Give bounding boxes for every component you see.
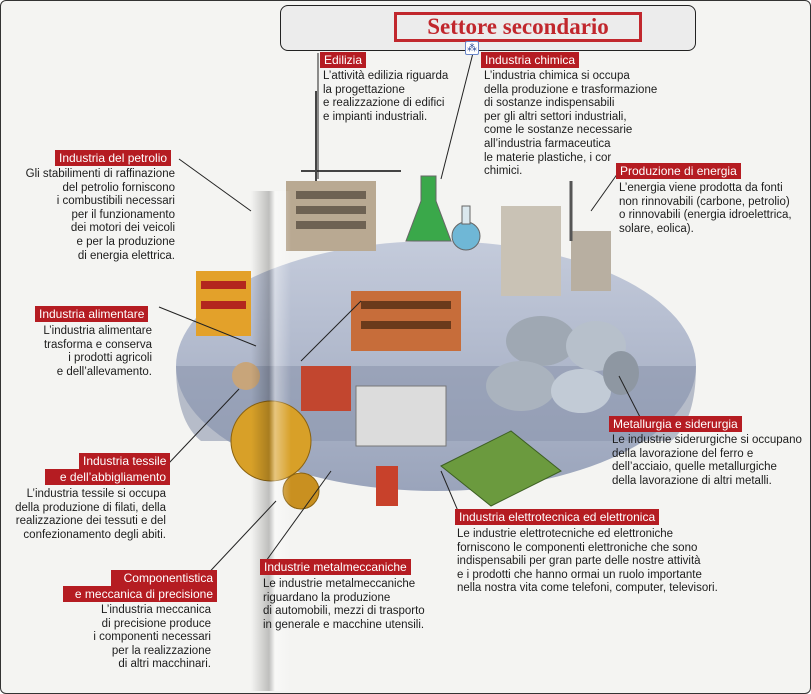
metallurgia-label: Metallurgia e siderurgia — [609, 416, 742, 432]
worker-icon — [376, 466, 398, 506]
petrolio-label: Industria del petrolio — [55, 150, 172, 166]
componentistica-text: L’industria meccanica di precisione prod… — [93, 604, 211, 671]
componentistica-label-line2: e meccanica di precisione — [63, 586, 217, 602]
energia-text: L’energia viene prodotta da fonti non ri… — [619, 182, 792, 235]
alimentare-label: Industria alimentare — [35, 306, 149, 322]
power-plant-icon — [501, 206, 561, 296]
gear-icon — [230, 400, 312, 482]
tessile-label-line1: Industria tessile — [79, 453, 170, 469]
crate-icon — [301, 366, 351, 411]
componentistica-label-line1: Componentistica — [111, 570, 217, 586]
chimica-text: L’industria chimica si occupa della prod… — [484, 70, 658, 178]
metalmeccaniche-label: Industrie metalmeccaniche — [260, 559, 411, 575]
page-fold-shadow — [251, 191, 291, 691]
metallurgia-text: Le industrie siderurgiche si occupano de… — [612, 434, 802, 487]
elettronica-text: Le industrie elettrotecniche ed elettron… — [457, 528, 718, 595]
flask-icon — [405, 175, 452, 242]
chimica-label: Industria chimica — [481, 52, 580, 68]
edilizia-label: Edilizia — [320, 52, 367, 68]
metalmeccaniche-text: Le industrie metalmeccaniche riguardano … — [263, 578, 425, 631]
alimentare-text: L’industria alimentare trasforma e conse… — [43, 325, 152, 378]
steel-roll-icon — [506, 316, 576, 366]
tessile-text: L’industria tessile si occupa della prod… — [15, 488, 166, 541]
page-title: Settore secondario — [394, 12, 642, 42]
energia-label: Produzione di energia — [616, 163, 741, 179]
elettronica-label: Industria elettrotecnica ed elettronica — [455, 509, 660, 525]
edilizia-text: L’attività edilizia riguarda la progetta… — [323, 70, 449, 123]
tessile-label-line2: e dell’abbigliamento — [45, 469, 170, 485]
petrolio-text: Gli stabilimenti di raffinazione del pet… — [25, 168, 175, 262]
circuit-board-icon — [440, 430, 562, 507]
car-icon — [355, 385, 447, 447]
group-icon[interactable]: ⁂ — [465, 41, 479, 55]
